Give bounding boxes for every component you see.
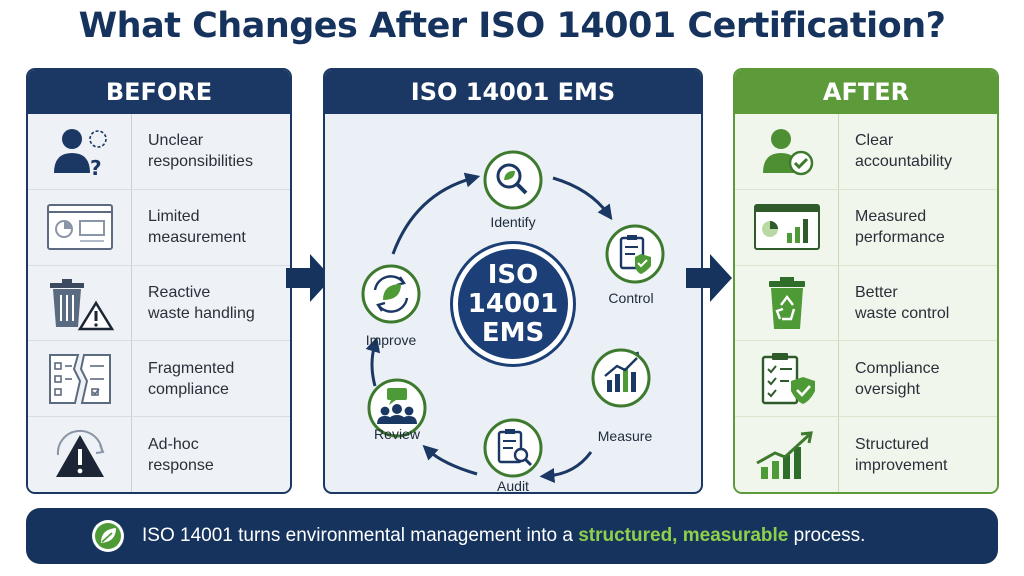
after-item-line1: Structured [855, 435, 929, 453]
after-item-waste: Better waste control [735, 265, 997, 342]
before-item-line2: measurement [148, 229, 246, 247]
before-panel: BEFORE ? Unclear responsibilities [26, 68, 292, 494]
after-heading: AFTER [735, 70, 997, 114]
before-item-waste: Reactive waste handling [28, 265, 290, 342]
hub-line1: ISO [487, 259, 539, 290]
after-panel: AFTER Clear accountability [733, 68, 999, 494]
before-item-line2: waste handling [148, 304, 255, 322]
hub-line3: EMS [481, 317, 545, 348]
before-item-line1: Reactive [148, 283, 211, 301]
cycle-arrow [422, 444, 478, 476]
page-title: What Changes After ISO 14001 Certificati… [78, 6, 946, 46]
cycle-arrow [365, 336, 381, 387]
dashboard-icon [735, 189, 839, 265]
after-item-compliance: Compliance oversight [735, 341, 997, 418]
growth-chart-icon [735, 417, 839, 492]
recycle-bin-icon [735, 265, 839, 341]
before-item-line2: responsibilities [148, 153, 253, 171]
before-item-line2: response [148, 456, 214, 474]
step-label-control: Control [608, 290, 654, 306]
after-item-line2: oversight [855, 380, 920, 398]
arrow-right-icon [286, 254, 332, 302]
after-item-line2: waste control [855, 304, 950, 322]
unclear-person-icon: ? [28, 114, 132, 189]
audit-step-icon [483, 418, 543, 478]
review-step-icon [367, 378, 427, 438]
step-label-improve: Improve [365, 332, 417, 348]
summary-banner: ISO 14001 turns environmental management… [26, 508, 998, 564]
banner-text-end: process. [793, 525, 866, 546]
trash-warning-icon [28, 265, 132, 341]
ems-panel: ISO 14001 EMS [323, 68, 703, 494]
before-item-line1: Limited [148, 208, 200, 226]
ems-heading: ISO 14001 EMS [325, 70, 701, 114]
after-item-line1: Clear [855, 132, 894, 150]
banner-highlight: structured, measurable [578, 525, 789, 546]
hub-line2: 14001 [467, 288, 559, 319]
after-item-improvement: Structured improvement [735, 417, 997, 492]
improve-step-icon [361, 264, 421, 324]
step-label-measure: Measure [597, 428, 653, 444]
after-item-performance: Measured performance [735, 189, 997, 266]
banner-text-start: ISO 14001 turns environmental management… [142, 525, 573, 546]
svg-text:?: ? [90, 156, 102, 180]
before-item-measurement: Limited measurement [28, 189, 290, 266]
warning-triangle-icon [28, 417, 132, 492]
before-item-compliance: Fragmented compliance [28, 341, 290, 418]
torn-checklist-icon [28, 341, 132, 417]
after-item-line1: Compliance [855, 359, 940, 377]
cycle-arrow [391, 172, 481, 255]
after-item-line2: improvement [855, 456, 948, 474]
before-heading: BEFORE [28, 70, 290, 114]
after-item-line1: Better [855, 283, 898, 301]
step-label-identify: Identify [490, 214, 536, 230]
before-item-response: Ad-hoc response [28, 417, 290, 492]
after-item-line2: accountability [855, 153, 952, 171]
cycle-arrow [552, 176, 613, 221]
ems-hub: ISO 14001 EMS [453, 244, 573, 364]
after-item-line1: Measured [855, 208, 927, 226]
measure-step-icon [591, 348, 651, 408]
ems-cycle: Identify Control Measure Audit Review Im… [325, 114, 701, 492]
cycle-arrow [539, 451, 593, 483]
person-check-icon [735, 114, 839, 189]
step-label-review: Review [374, 426, 420, 442]
control-step-icon [605, 224, 665, 284]
after-item-line2: performance [855, 229, 945, 247]
before-item-line1: Unclear [148, 132, 204, 150]
before-item-line1: Ad-hoc [148, 435, 199, 453]
before-item-responsibilities: ? Unclear responsibilities [28, 114, 290, 190]
identify-step-icon [483, 150, 543, 210]
after-item-accountability: Clear accountability [735, 114, 997, 190]
leaf-icon [92, 520, 124, 552]
checklist-shield-icon [735, 341, 839, 417]
before-item-line2: compliance [148, 380, 229, 398]
arrow-right-icon [686, 254, 732, 302]
blank-report-icon [28, 189, 132, 265]
step-label-audit: Audit [497, 478, 529, 494]
before-item-line1: Fragmented [148, 359, 235, 377]
